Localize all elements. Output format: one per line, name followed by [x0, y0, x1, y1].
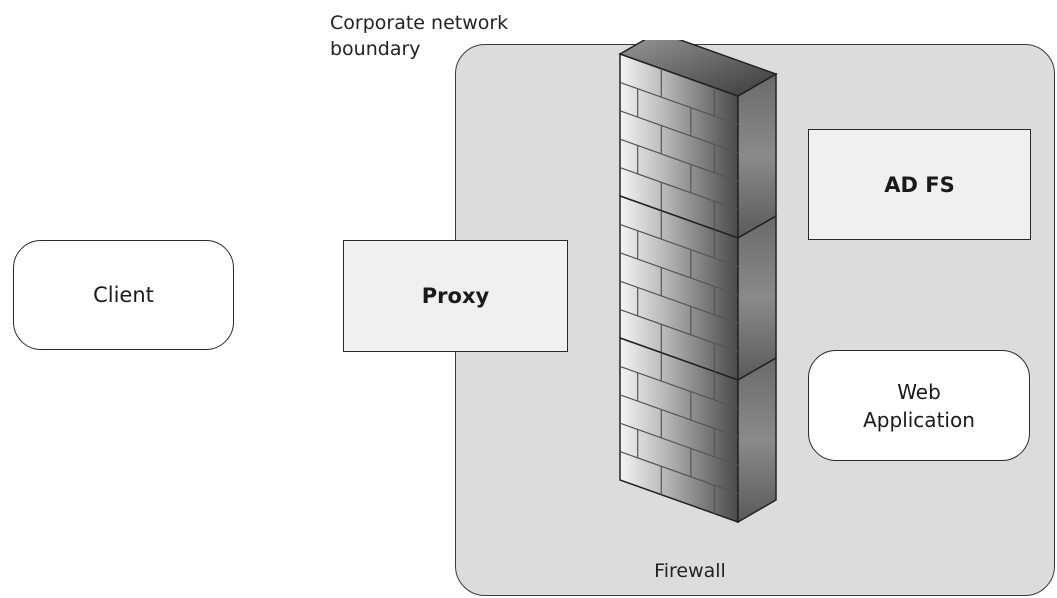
- firewall-segment: [619, 336, 777, 524]
- boundary-label-line1: Corporate network: [330, 12, 509, 34]
- client-label: Client: [93, 283, 154, 307]
- adfs-label: AD FS: [884, 172, 955, 197]
- firewall-label: Firewall: [654, 560, 726, 582]
- firewall-icon: [618, 40, 778, 524]
- firewall-segment: [619, 194, 777, 382]
- boundary-label: Corporate network boundary: [330, 10, 590, 62]
- proxy-node: Proxy: [343, 240, 568, 352]
- proxy-label: Proxy: [421, 284, 490, 308]
- client-node: Client: [13, 240, 234, 350]
- web-application-line1: Web: [897, 379, 941, 404]
- web-application-node: Web Application: [808, 350, 1030, 461]
- web-application-line2: Application: [863, 407, 975, 432]
- web-application-label: Web Application: [863, 378, 975, 434]
- firewall-segments: [618, 40, 778, 524]
- firewall-segment: [618, 40, 778, 240]
- adfs-node: AD FS: [808, 129, 1031, 240]
- boundary-label-line2: boundary: [330, 38, 421, 60]
